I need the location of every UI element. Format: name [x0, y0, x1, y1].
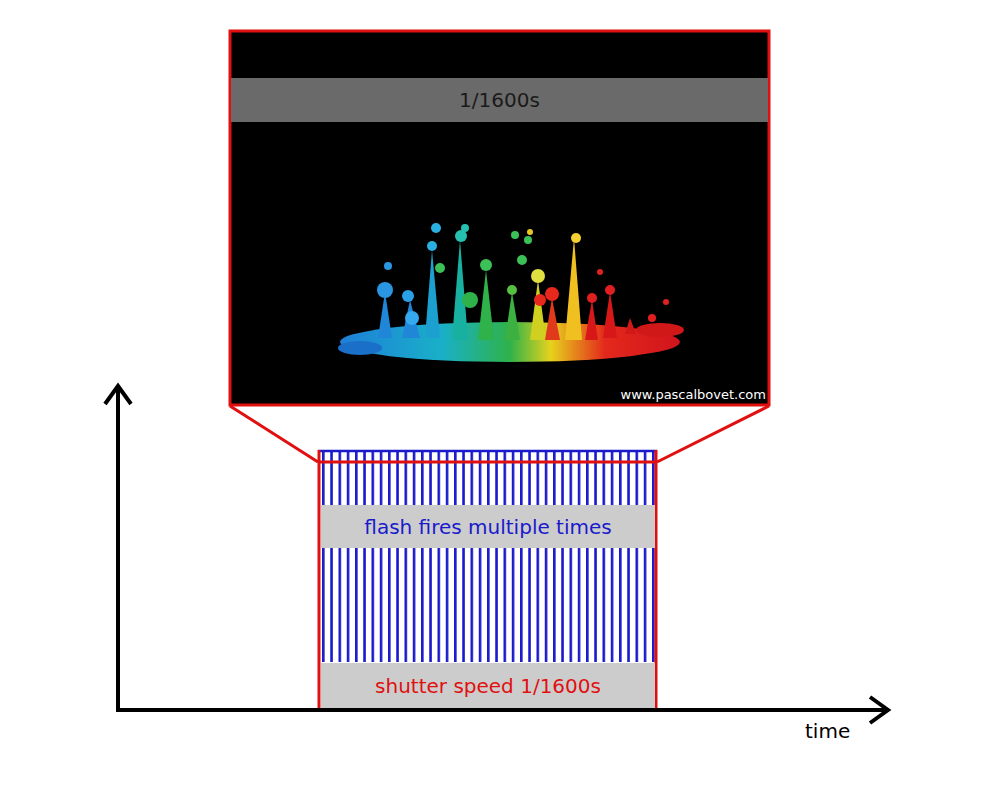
band-text: shutter speed 1/1600s	[375, 674, 601, 698]
y-axis	[116, 388, 120, 710]
paint-splash	[338, 223, 684, 362]
axis-arrowhead	[105, 386, 131, 404]
axis-label: time	[805, 719, 850, 743]
flash-top-line	[318, 450, 657, 453]
flash-pulses	[320, 450, 656, 662]
zoom-line	[657, 406, 769, 462]
zoom-line	[230, 406, 318, 462]
band-text: 1/1600s	[459, 88, 540, 112]
flash-band: flash fires multiple times	[321, 505, 655, 548]
shutter-band: shutter speed 1/1600s	[321, 663, 655, 708]
time-band: 1/1600s	[231, 78, 768, 122]
shutter-top	[318, 461, 657, 464]
watermark: www.pascalbovet.com	[621, 387, 766, 402]
band-text: flash fires multiple times	[364, 515, 611, 539]
photo-panel	[230, 31, 769, 405]
axis-arrowhead	[870, 697, 888, 723]
time-axis	[116, 708, 886, 712]
